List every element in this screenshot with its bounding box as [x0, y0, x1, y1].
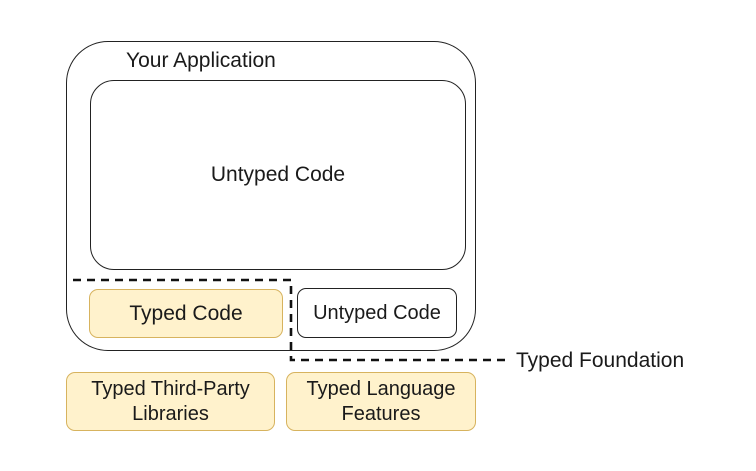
application-title: Your Application [126, 49, 276, 72]
typed-code-box: Typed Code [89, 289, 283, 338]
typed-code-label: Typed Code [129, 301, 243, 325]
typed-third-party-libraries-box: Typed Third-Party Libraries [66, 372, 275, 431]
libraries-label-line1: Typed Third-Party [91, 377, 250, 400]
typed-foundation-dashed-line [73, 278, 509, 362]
untyped-code-small-label: Untyped Code [313, 301, 441, 324]
libraries-label-line2: Libraries [132, 402, 209, 425]
language-label-line2: Features [341, 402, 421, 425]
typed-foundation-label: Typed Foundation [516, 349, 685, 372]
untyped-code-main-box: Untyped Code [90, 80, 466, 270]
untyped-code-main-label: Untyped Code [210, 163, 346, 186]
untyped-code-small-box: Untyped Code [297, 288, 457, 338]
language-label-line1: Typed Language [306, 377, 456, 400]
typed-language-features-box: Typed Language Features [286, 372, 476, 431]
